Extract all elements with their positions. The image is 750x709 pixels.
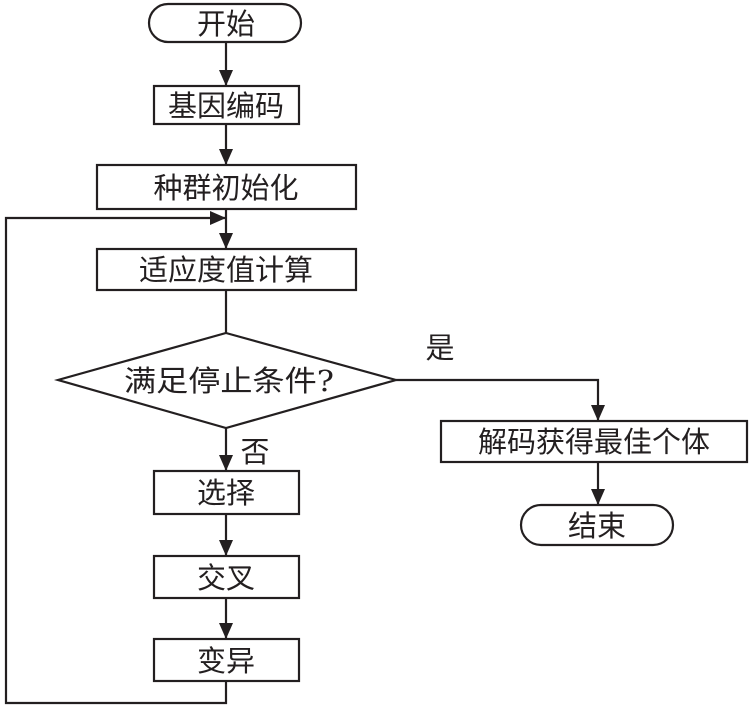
- arrowhead-decode: [591, 405, 605, 421]
- init-node: 种群初始化: [95, 163, 358, 211]
- end-terminal: [519, 503, 675, 547]
- decision-diamond: [53, 331, 401, 430]
- start-label: 开始: [197, 7, 255, 41]
- init-box: [95, 163, 358, 211]
- encode-label: 基因编码: [168, 89, 284, 123]
- decode-node: 解码获得最佳个体: [439, 419, 749, 464]
- select-box: [152, 469, 301, 516]
- mutate-label: 变异: [197, 644, 255, 678]
- edge-loop-back: [4, 216, 228, 705]
- fitness-box: [95, 247, 358, 292]
- arrowhead-select: [219, 455, 233, 471]
- decision-node: 满足停止条件?: [53, 331, 401, 430]
- mutate-node: 变异: [152, 637, 301, 683]
- encode-node: 基因编码: [152, 84, 301, 126]
- init-label: 种群初始化: [153, 171, 298, 205]
- arrowhead-fitness: [219, 233, 233, 249]
- decode-label: 解码获得最佳个体: [478, 425, 710, 459]
- decision-label: 满足停止条件?: [124, 364, 334, 398]
- crossover-node: 交叉: [152, 554, 301, 600]
- arrowhead-init: [219, 149, 233, 165]
- select-node: 选择: [152, 469, 301, 516]
- edge-decision-yes: [396, 378, 600, 421]
- start-terminal: [147, 2, 303, 44]
- crossover-box: [152, 554, 301, 600]
- no-label: 否: [240, 435, 269, 469]
- yes-label: 是: [425, 331, 454, 365]
- arrowhead-loop: [210, 211, 226, 225]
- end-node: 结束: [519, 503, 675, 547]
- arrowhead-encode: [219, 70, 233, 86]
- crossover-label: 交叉: [197, 561, 255, 595]
- connectors: [4, 42, 605, 705]
- encode-box: [152, 84, 301, 126]
- select-label: 选择: [197, 476, 255, 510]
- mutate-box: [152, 637, 301, 683]
- arrowhead-crossover: [219, 540, 233, 556]
- decode-box: [439, 419, 749, 464]
- arrowhead-end: [591, 489, 605, 505]
- fitness-node: 适应度值计算: [95, 247, 358, 292]
- end-label: 结束: [568, 509, 626, 543]
- arrowhead-mutate: [219, 623, 233, 639]
- start-node: 开始: [147, 2, 303, 44]
- fitness-label: 适应度值计算: [139, 253, 313, 287]
